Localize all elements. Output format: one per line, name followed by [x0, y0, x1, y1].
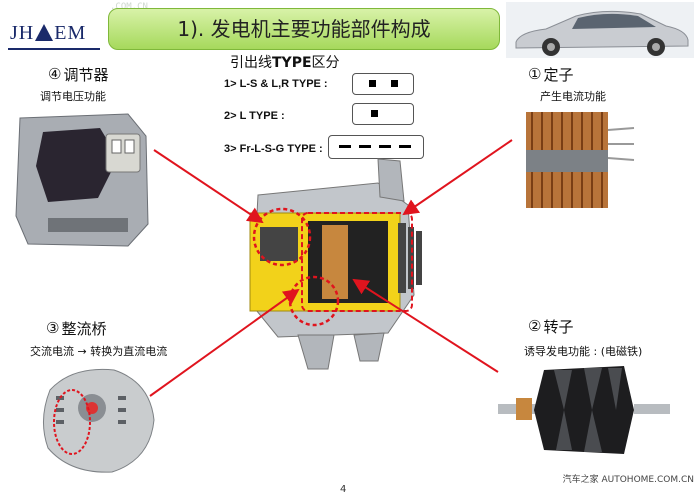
stator-photo-icon [526, 112, 635, 208]
type-row-label: 1> L-S & L,R TYPE : [224, 78, 328, 90]
regulator-desc: 调节电压功能 [40, 90, 106, 103]
type-row-label: 3> Fr-L-S-G TYPE : [224, 143, 323, 155]
stator-number: ① [528, 65, 542, 83]
heading-pre: 引出线 [230, 55, 272, 71]
connector-box-1 [352, 73, 414, 95]
pin-icon [379, 145, 391, 148]
rectifier-number: ③ [46, 319, 60, 337]
company-logo: JH EM [10, 22, 86, 45]
rotor-photo-icon [498, 366, 670, 454]
pin-icon [369, 80, 376, 87]
pin-icon [391, 80, 398, 87]
arrow-rectifier [149, 288, 300, 397]
heading-bold: TYPE [272, 55, 312, 71]
connector-box-2 [352, 103, 414, 125]
logo-underline [8, 48, 100, 50]
rotor-desc: 诱导发电功能 : (电磁铁) [524, 345, 643, 358]
arrow-rotor [352, 278, 499, 373]
rectifier-desc: 交流电流 → 转换为直流电流 [30, 345, 168, 358]
logo-right-text: EM [54, 22, 87, 44]
arrow-stator [402, 139, 513, 216]
rectifier-photo-icon [43, 368, 155, 473]
slide-title-banner: 1). 发电机主要功能部件构成 [108, 8, 500, 50]
pin-icon [371, 110, 378, 117]
arrow-regulator [153, 149, 264, 224]
bottom-watermark: 汽车之家 AUTOHOME.COM.CN [562, 475, 694, 485]
stator-desc: 产生电流功能 [540, 90, 606, 103]
top-watermark: .COM.CN [110, 2, 148, 12]
car-photo-icon [506, 2, 694, 58]
slide-title: 1). 发电机主要功能部件构成 [177, 17, 431, 41]
logo-left-text: JH [10, 22, 35, 44]
rotor-number: ② [528, 317, 542, 335]
rectifier-title: 整流桥 [61, 320, 107, 338]
page-number: 4 [340, 484, 347, 495]
logo-triangle-icon [35, 24, 54, 41]
regulator-photo-icon [15, 113, 149, 247]
stator-title: 定子 [543, 66, 574, 84]
connector-box-3 [328, 135, 424, 159]
regulator-number: ④ [48, 65, 62, 83]
heading-post: 区分 [311, 55, 340, 71]
connector-type-heading: 引出线TYPE区分 [230, 52, 340, 72]
pin-icon [339, 145, 351, 148]
regulator-title: 调节器 [63, 66, 109, 84]
rotor-title: 转子 [543, 318, 574, 336]
pin-icon [359, 145, 371, 148]
type-row-label: 2> L TYPE : [224, 110, 285, 122]
pin-icon [399, 145, 411, 148]
